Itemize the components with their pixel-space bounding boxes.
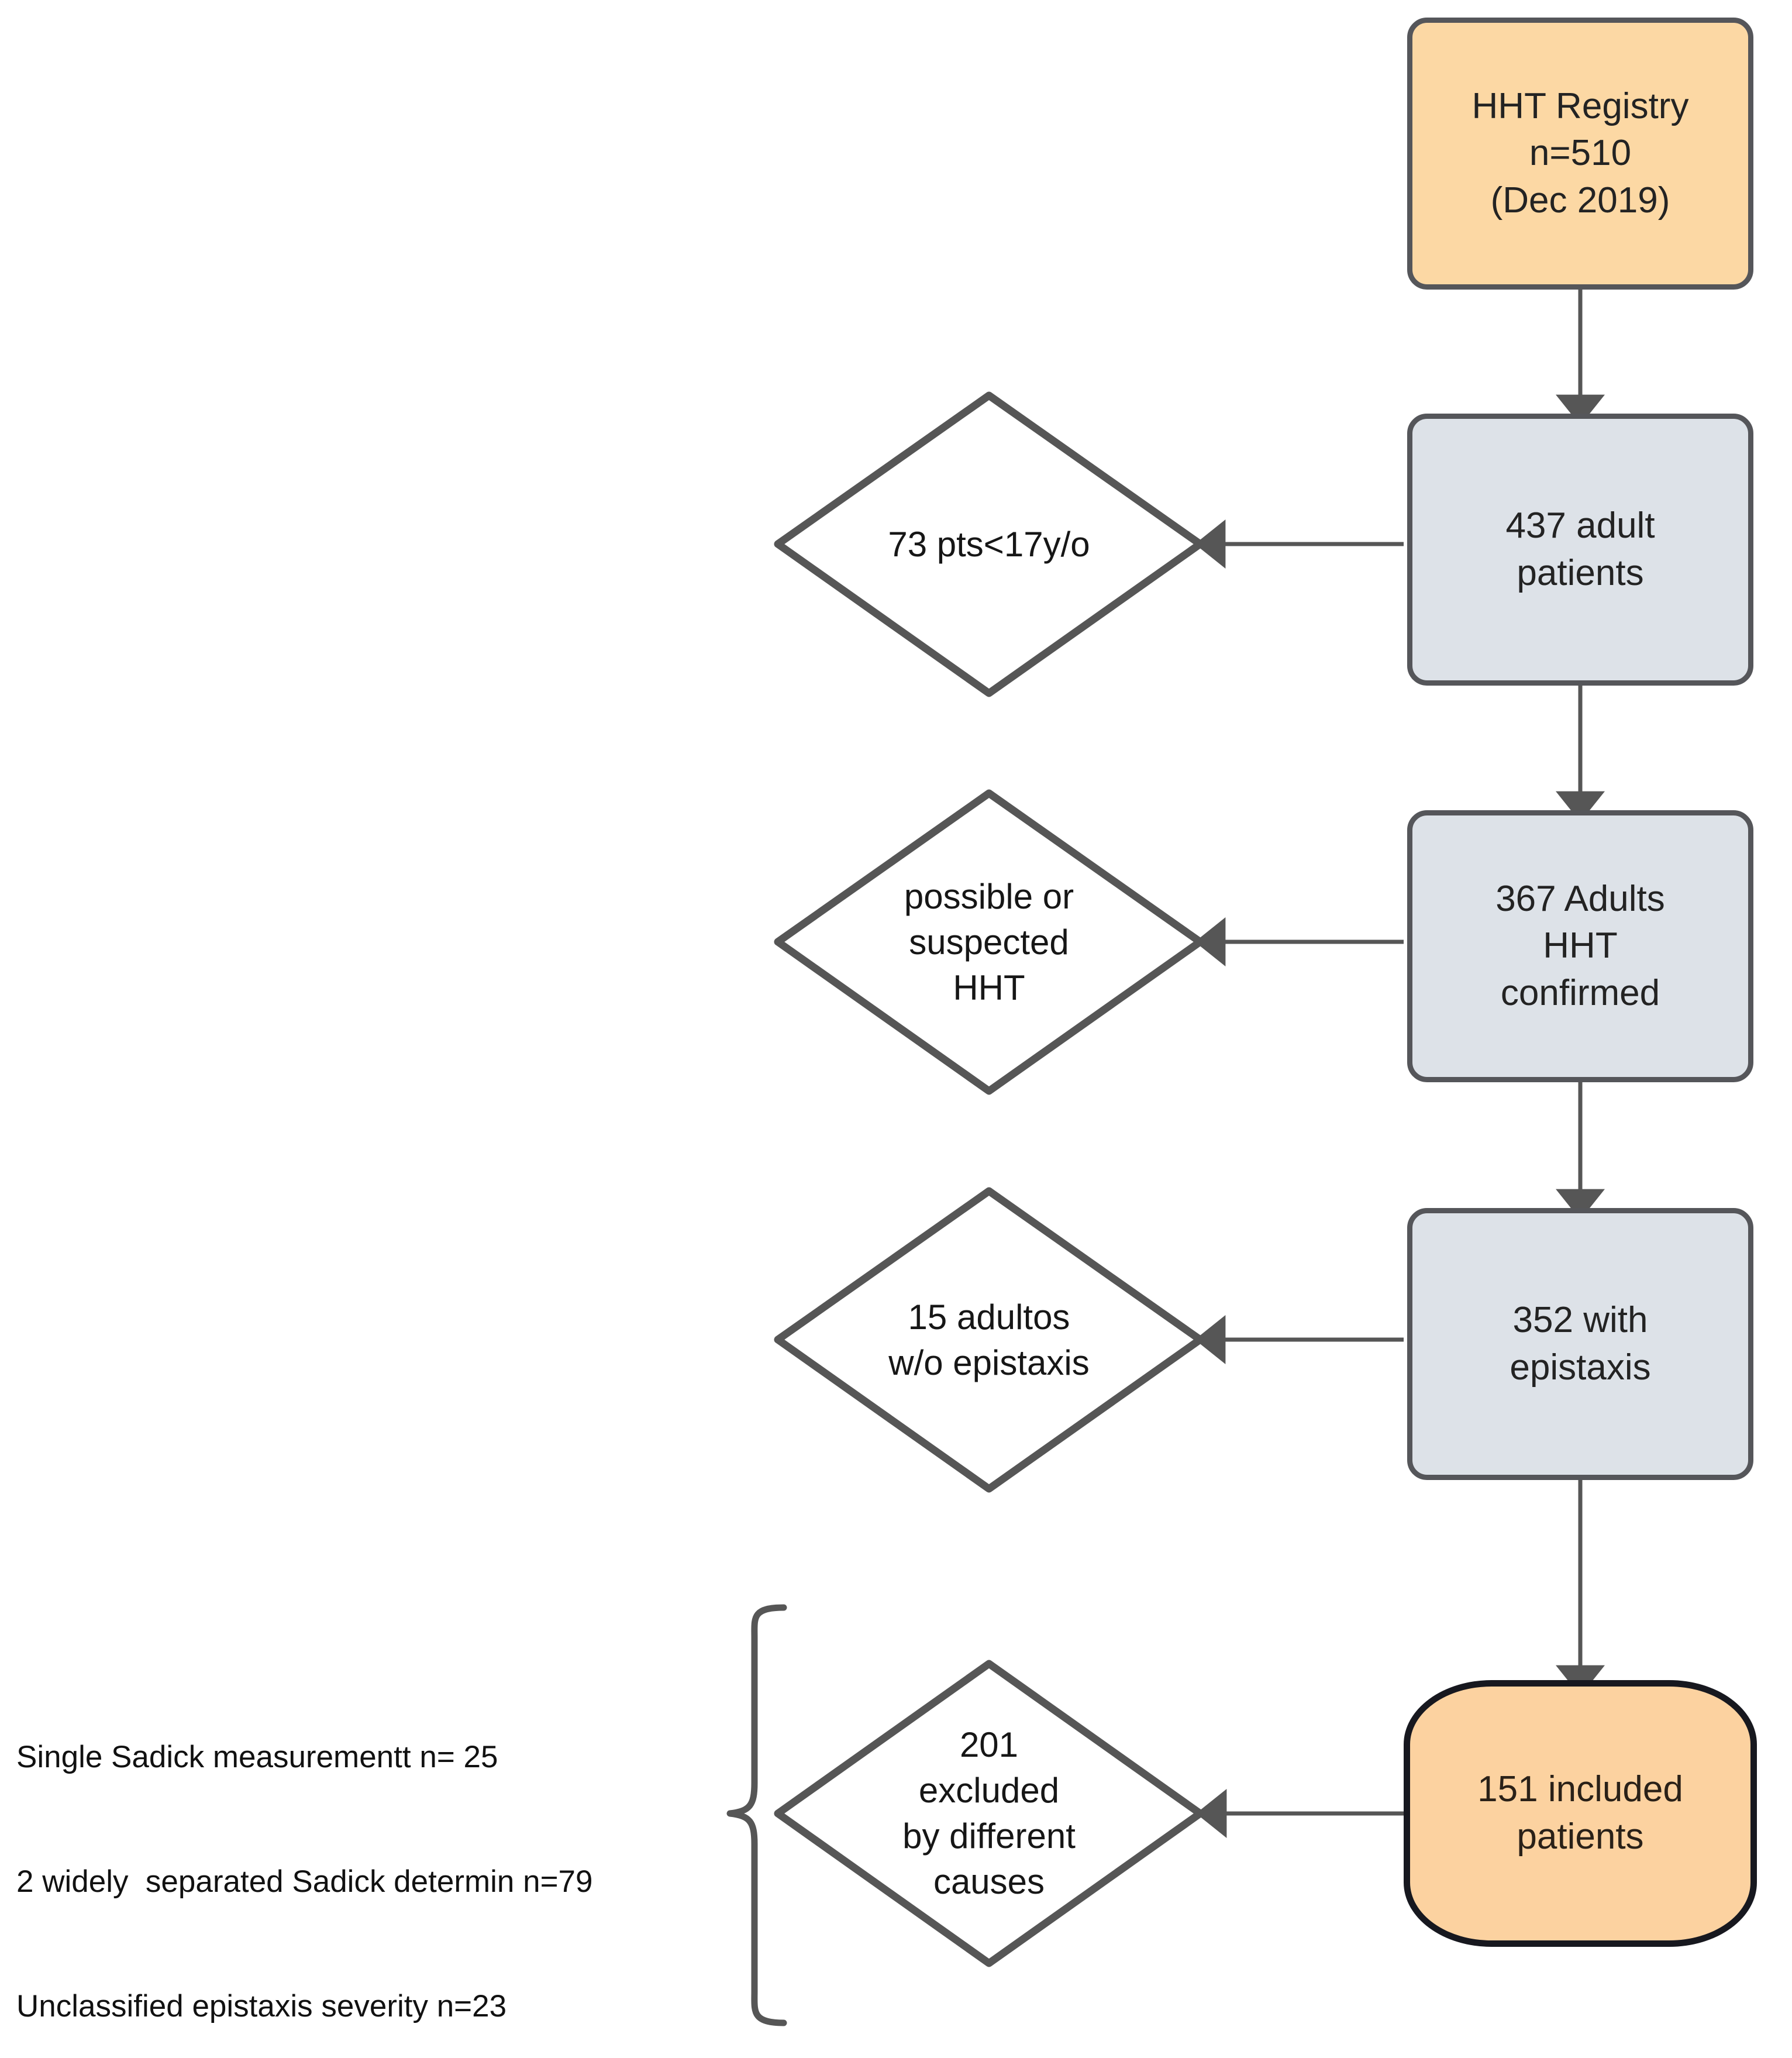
diamond-outline-age xyxy=(774,391,1204,697)
node-exclusion-age-label: 73 pts<17y/o xyxy=(888,524,1090,564)
node-exclusion-no-epistaxis-label: 15 adultos w/o epistaxis xyxy=(888,1297,1090,1382)
exclusion-reason-item: 2 widely separated Sadick determin n=79 xyxy=(16,1864,593,1899)
node-151-included-patients[interactable]: 151 included patients xyxy=(1404,1680,1757,1947)
exclusion-reason-list: Single Sadick measurementt n= 25 2 widel… xyxy=(16,1653,712,2058)
node-352-with-epistaxis[interactable]: 352 with epistaxis xyxy=(1407,1208,1753,1480)
node-exclusion-different-causes[interactable]: 201 excluded by different causes xyxy=(773,1659,1205,1968)
diamond-outline-different-causes xyxy=(774,1660,1204,1967)
diamond-outline-no-epistaxis xyxy=(774,1187,1204,1493)
diamond-outline-suspected xyxy=(774,789,1204,1095)
node-hht-registry[interactable]: HHT Registry n=510 (Dec 2019) xyxy=(1407,18,1753,290)
node-exclusion-suspected-hht[interactable]: possible or suspected HHT xyxy=(773,789,1205,1096)
node-367-adults-hht-confirmed[interactable]: 367 Adults HHT confirmed xyxy=(1407,810,1753,1082)
node-437-adult-patients[interactable]: 437 adult patients xyxy=(1407,414,1753,686)
node-exclusion-suspected-hht-label: possible or suspected HHT xyxy=(904,876,1074,1007)
node-exclusion-different-causes-label: 201 excluded by different causes xyxy=(902,1725,1076,1901)
exclusion-reason-item: Unclassified epistaxis severity n=23 xyxy=(16,1989,507,2024)
node-exclusion-no-epistaxis[interactable]: 15 adultos w/o epistaxis xyxy=(773,1186,1205,1493)
exclusion-reason-item: Single Sadick measurementt n= 25 xyxy=(16,1740,498,1775)
node-exclusion-age[interactable]: 73 pts<17y/o xyxy=(773,391,1205,698)
